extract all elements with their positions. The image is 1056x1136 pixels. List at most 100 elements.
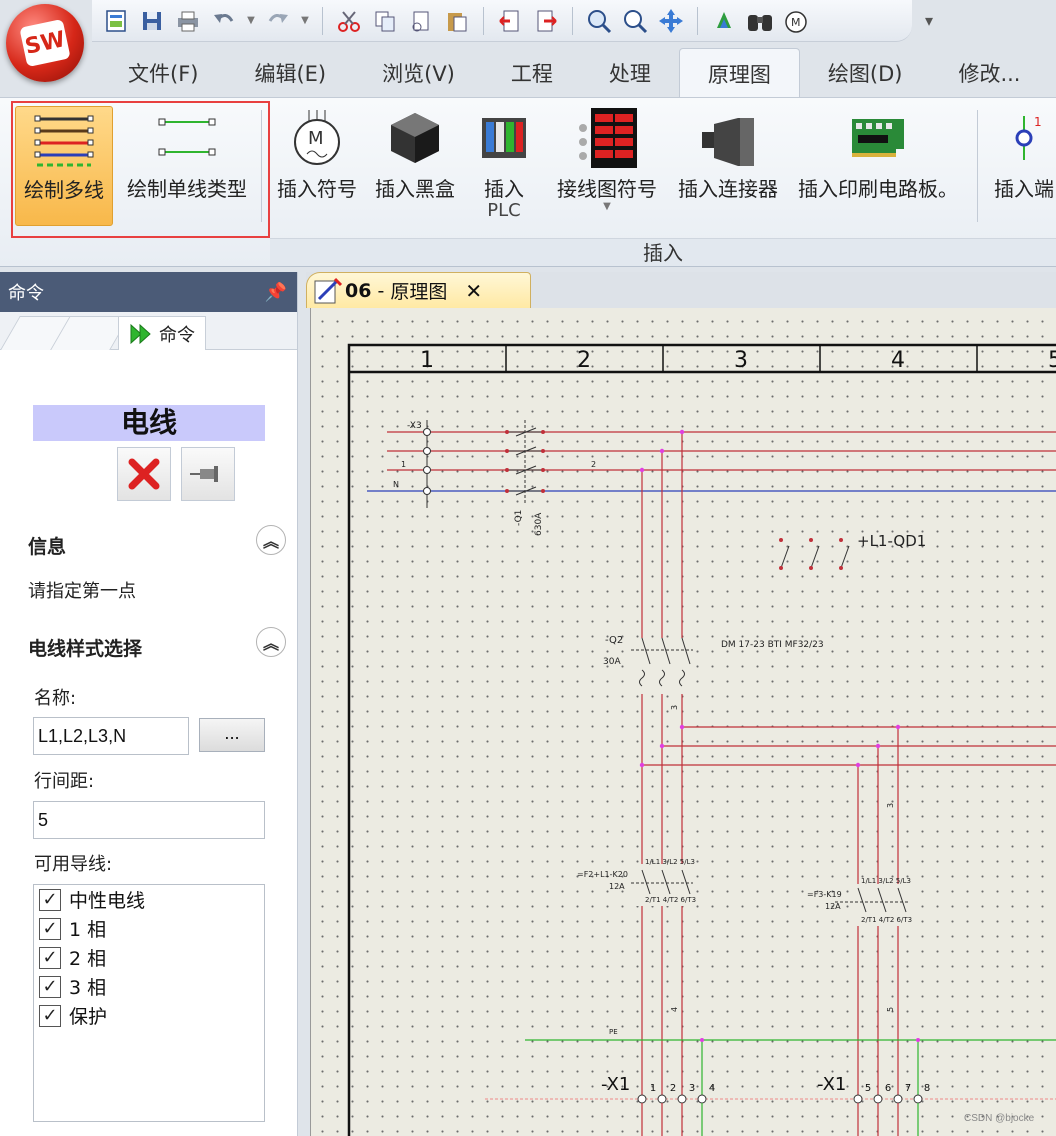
checkbox-checked-icon[interactable]: ✓ bbox=[39, 917, 61, 940]
panel-tab-command[interactable]: 命令 bbox=[118, 316, 206, 350]
copy-icon[interactable] bbox=[369, 5, 401, 37]
insert-plc-label: 插入 bbox=[484, 177, 524, 201]
checkbox-checked-icon[interactable]: ✓ bbox=[39, 1004, 61, 1027]
save-icon[interactable] bbox=[136, 5, 168, 37]
command-panel: 命令 📌 命令 电线 信息 ︽ 请指定第一点 电线样式选择 ︽ 名称: L1,L… bbox=[0, 272, 298, 1136]
junction-dots bbox=[639, 429, 901, 768]
pushpin-icon bbox=[190, 466, 218, 482]
wire-item-label: 保护 bbox=[69, 1006, 108, 1028]
tab-project[interactable]: 工程 bbox=[510, 62, 553, 86]
qd1-switches bbox=[780, 545, 850, 569]
motor-icon[interactable]: M bbox=[780, 5, 812, 37]
available-wires-list: ✓中性电线 ✓ 1 相 ✓2 相 ✓ 3 相 ✓ 保护 bbox=[33, 884, 265, 1122]
wire-item-phase3[interactable]: ✓ 3 相 bbox=[34, 972, 264, 1001]
new-doc-icon[interactable] bbox=[100, 5, 132, 37]
insert-blackbox-button[interactable]: 插入黑盒 bbox=[368, 106, 462, 226]
checkbox-checked-icon[interactable]: ✓ bbox=[39, 946, 61, 969]
label-one: 1 bbox=[401, 460, 406, 469]
refresh-icon[interactable] bbox=[708, 5, 740, 37]
paste-special-icon[interactable] bbox=[405, 5, 437, 37]
insert-pcb-button[interactable]: 插入印刷电路板。 bbox=[790, 106, 966, 226]
cut-icon[interactable] bbox=[333, 5, 365, 37]
draw-multiwire-label: 绘制多线 bbox=[24, 178, 104, 202]
toolbar-separator bbox=[483, 6, 484, 35]
logo-text: SW bbox=[19, 18, 71, 68]
redo-icon[interactable] bbox=[262, 5, 294, 37]
column-label: 3 bbox=[734, 348, 748, 373]
wire-style-heading: 电线样式选择 bbox=[28, 638, 143, 660]
tab-draw[interactable]: 绘图(D) bbox=[827, 62, 903, 86]
print-icon[interactable] bbox=[172, 5, 204, 37]
paste-icon[interactable] bbox=[441, 5, 473, 37]
draw-single-wire-button[interactable]: 绘制单线类型 bbox=[117, 106, 257, 226]
checkbox-checked-icon[interactable]: ✓ bbox=[39, 975, 61, 998]
export-icon[interactable] bbox=[530, 5, 562, 37]
insert-blackbox-label: 插入黑盒 bbox=[375, 177, 455, 201]
terminal-number: 5 bbox=[865, 1083, 871, 1094]
tab-edit[interactable]: 编辑(E) bbox=[254, 62, 327, 86]
x1-label-a: -X1 bbox=[601, 1074, 630, 1095]
schematic-drawing[interactable]: 1 2 3 4 5 -X3 1 N 2 bbox=[311, 308, 1056, 1136]
tab-schematic[interactable]: 原理图 bbox=[678, 48, 800, 98]
wiring-symbol-button[interactable]: 接线图符号 ▼ bbox=[548, 106, 666, 226]
binoculars-icon[interactable] bbox=[744, 5, 776, 37]
insert-connector-button[interactable]: 插入连接器 bbox=[670, 106, 786, 226]
info-heading: 信息 bbox=[28, 536, 67, 558]
zoom-fit-icon[interactable] bbox=[583, 5, 615, 37]
wire-number: 3 bbox=[670, 705, 679, 710]
q1-rating: 630A bbox=[534, 512, 544, 536]
k20-rating: 12A bbox=[609, 882, 625, 891]
wire-number: 5 bbox=[886, 1007, 895, 1012]
customize-toolbar-icon[interactable]: ▾ bbox=[924, 10, 934, 30]
svg-text:1: 1 bbox=[1034, 115, 1042, 129]
document-tab-title: 原理图 bbox=[390, 281, 448, 303]
k20-contacts-top: 1/L1 3/L2 5/L3 bbox=[645, 858, 695, 866]
wire-item-phase1[interactable]: ✓ 1 相 bbox=[34, 914, 264, 943]
wiring-symbol-dropdown-icon[interactable]: ▼ bbox=[603, 201, 611, 212]
collapse-style-icon[interactable]: ︽ bbox=[256, 627, 286, 657]
draw-multiwire-button[interactable]: 绘制多线 bbox=[15, 106, 113, 226]
pin-icon[interactable]: 📌 bbox=[264, 281, 287, 303]
undo-dropdown-icon[interactable]: ▼ bbox=[247, 15, 255, 26]
q2-label: -Q2 bbox=[605, 635, 623, 646]
insert-symbol-button[interactable]: M 插入符号 bbox=[271, 106, 363, 226]
document-tab[interactable]: 06 - 原理图 ✕ bbox=[306, 272, 531, 308]
tab-modify[interactable]: 修改... bbox=[958, 62, 1021, 86]
redo-dropdown-icon[interactable]: ▼ bbox=[301, 15, 309, 26]
command-panel-header: 命令 📌 bbox=[0, 272, 297, 312]
schematic-doc-icon bbox=[314, 277, 343, 304]
quick-access-toolbar: ▼ ▼ M bbox=[92, 0, 912, 42]
insert-plc-sublabel: PLC bbox=[487, 200, 521, 221]
pin-command-button[interactable] bbox=[181, 447, 235, 501]
close-tab-icon[interactable]: ✕ bbox=[465, 278, 483, 303]
wire-number: 3 bbox=[886, 803, 895, 808]
wire-item-neutral[interactable]: ✓中性电线 bbox=[34, 885, 264, 914]
wire-item-label: 1 相 bbox=[69, 919, 107, 941]
k19-label: =F3-K19 bbox=[807, 890, 842, 899]
spacing-label: 行间距: bbox=[34, 771, 95, 792]
zoom-icon[interactable] bbox=[619, 5, 651, 37]
tab-file[interactable]: 文件(F) bbox=[128, 62, 199, 86]
cancel-button[interactable] bbox=[117, 447, 171, 501]
insert-terminal-button[interactable]: 1 插入端 bbox=[984, 106, 1056, 226]
document-tab-number: 06 bbox=[345, 279, 372, 302]
info-text: 请指定第一点 bbox=[28, 581, 136, 602]
single-wire-icon bbox=[155, 106, 219, 170]
tab-process[interactable]: 处理 bbox=[608, 62, 651, 86]
name-field[interactable]: L1,L2,L3,N bbox=[33, 717, 189, 755]
wire-item-phase2[interactable]: ✓2 相 bbox=[34, 943, 264, 972]
import-icon[interactable] bbox=[494, 5, 526, 37]
insert-plc-button[interactable]: 插入 PLC bbox=[470, 106, 538, 226]
command-panel-title: 命令 bbox=[8, 283, 44, 304]
tab-view[interactable]: 浏览(V) bbox=[382, 62, 455, 86]
wire-item-protection[interactable]: ✓ 保护 bbox=[34, 1001, 264, 1030]
checkbox-checked-icon[interactable]: ✓ bbox=[39, 888, 61, 911]
wire-item-label: 3 相 bbox=[69, 977, 107, 999]
pan-icon[interactable] bbox=[655, 5, 687, 37]
collapse-info-icon[interactable]: ︽ bbox=[256, 525, 286, 555]
browse-button[interactable]: ... bbox=[199, 718, 265, 752]
schematic-canvas[interactable]: 1 2 3 4 5 -X3 1 N 2 bbox=[310, 308, 1056, 1136]
undo-icon[interactable] bbox=[208, 5, 240, 37]
spacing-field[interactable]: 5 bbox=[33, 801, 265, 839]
app-logo[interactable]: SW bbox=[6, 4, 84, 82]
